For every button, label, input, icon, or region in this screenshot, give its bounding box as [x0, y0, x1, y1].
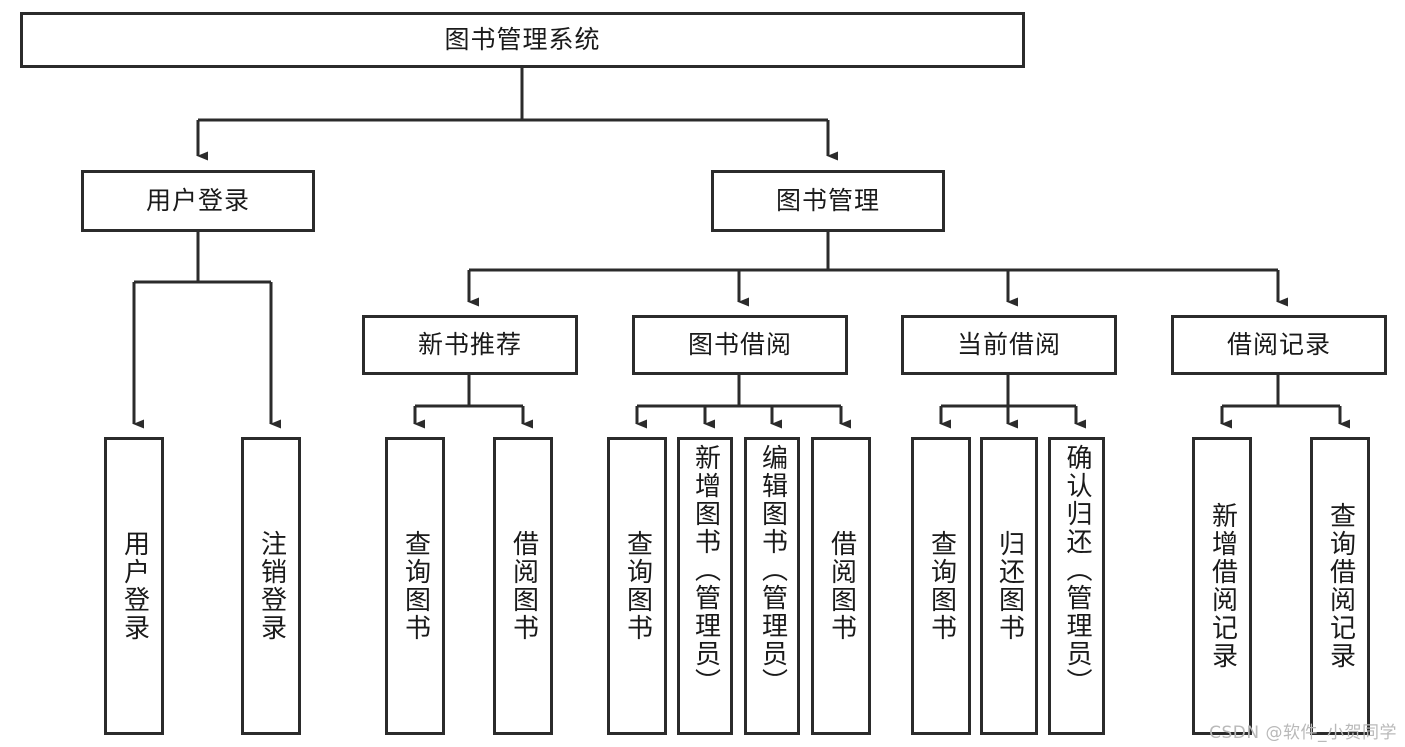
node-current-borrow[interactable]: 当前借阅	[901, 315, 1117, 375]
node-book-borrow[interactable]: 图书借阅	[632, 315, 848, 375]
leaf-add-book[interactable]: 新增图书（管理员）	[677, 437, 733, 735]
node-book-borrow-label: 图书借阅	[687, 330, 792, 360]
leaf-confirm-return[interactable]: 确认归还（管理员）	[1048, 437, 1105, 735]
leaf-edit-book[interactable]: 编辑图书（管理员）	[744, 437, 800, 735]
node-borrow-record-label: 借阅记录	[1226, 330, 1331, 360]
leaf-confirm-return-label: 确认归还（管理员）	[1062, 444, 1093, 696]
leaf-borrow-book-2[interactable]: 借阅图书	[811, 437, 871, 735]
node-current-borrow-label: 当前借阅	[956, 330, 1061, 360]
leaf-return-book[interactable]: 归还图书	[980, 437, 1038, 735]
leaf-add-book-label: 新增图书（管理员）	[690, 444, 721, 696]
leaf-add-record[interactable]: 新增借阅记录	[1192, 437, 1252, 735]
leaf-logout-login[interactable]: 注销登录	[241, 437, 301, 735]
leaf-query-book-3[interactable]: 查询图书	[911, 437, 971, 735]
leaf-query-book-3-label: 查询图书	[926, 530, 957, 642]
node-new-book-recommend[interactable]: 新书推荐	[362, 315, 578, 375]
leaf-borrow-book-2-label: 借阅图书	[826, 530, 857, 642]
leaf-query-book-2[interactable]: 查询图书	[607, 437, 667, 735]
node-root-label: 图书管理系统	[444, 25, 601, 55]
csdn-watermark: CSDN @软件_小贺同学	[1209, 723, 1397, 743]
node-new-book-recommend-label: 新书推荐	[417, 330, 522, 360]
leaf-user-login-label: 用户登录	[119, 530, 150, 642]
leaf-query-book-1-label: 查询图书	[400, 530, 431, 642]
node-root[interactable]: 图书管理系统	[20, 12, 1025, 68]
node-book-management[interactable]: 图书管理	[711, 170, 945, 232]
node-user-login-label: 用户登录	[145, 186, 250, 216]
node-book-management-label: 图书管理	[775, 186, 880, 216]
leaf-query-record[interactable]: 查询借阅记录	[1310, 437, 1370, 735]
leaf-user-login[interactable]: 用户登录	[104, 437, 164, 735]
node-borrow-record[interactable]: 借阅记录	[1171, 315, 1387, 375]
leaf-add-record-label: 新增借阅记录	[1207, 502, 1238, 670]
leaf-query-book-1[interactable]: 查询图书	[385, 437, 445, 735]
leaf-logout-login-label: 注销登录	[256, 530, 287, 642]
leaf-borrow-book-1[interactable]: 借阅图书	[493, 437, 553, 735]
leaf-edit-book-label: 编辑图书（管理员）	[757, 444, 788, 696]
leaf-query-book-2-label: 查询图书	[622, 530, 653, 642]
leaf-return-book-label: 归还图书	[994, 530, 1025, 642]
leaf-borrow-book-1-label: 借阅图书	[508, 530, 539, 642]
node-user-login[interactable]: 用户登录	[81, 170, 315, 232]
leaf-query-record-label: 查询借阅记录	[1325, 502, 1356, 670]
